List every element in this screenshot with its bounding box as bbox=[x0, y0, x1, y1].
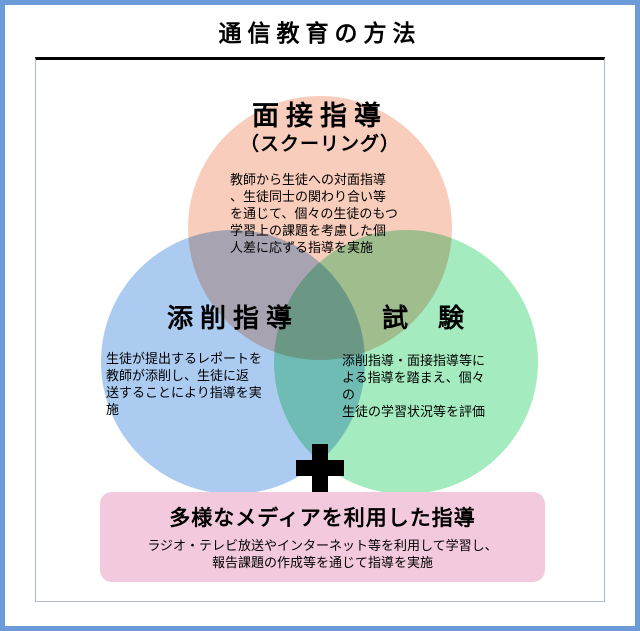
page-title: 通信教育の方法 bbox=[218, 20, 422, 46]
venn-labels: 面接指導 （スクーリング） 教師から生徒への対面指導 、生徒同士の関わり合い等 … bbox=[36, 60, 604, 601]
circle-description-face-to-face: 教師から生徒への対面指導 、生徒同士の関わり合い等 を通じて、個々の生徒のもつ … bbox=[230, 172, 398, 255]
venn-diagram bbox=[36, 60, 604, 601]
circle-subtitle-face-to-face: （スクーリング） bbox=[239, 134, 400, 155]
circle-description-correction: 生徒が提出するレポートを 教師が添削し、生徒に返 送することにより指導を実 施 bbox=[106, 351, 263, 417]
face-to-face-label: 面接指導 （スクーリング） 教師から生徒への対面指導 、生徒同士の関わり合い等 … bbox=[188, 100, 452, 256]
diagram-canvas: 面接指導 （スクーリング） 教師から生徒への対面指導 、生徒同士の関わり合い等 … bbox=[35, 57, 605, 602]
plus-icon bbox=[296, 444, 344, 492]
circle-title-face-to-face: 面接指導 bbox=[252, 101, 388, 131]
media-box-description: ラジオ・テレビ放送やインターネット等を利用して学習し、 報告課題の作成等を通じて… bbox=[147, 538, 498, 570]
circle-title-exam: 試 験 bbox=[381, 303, 466, 333]
media-instruction-box: 多様なメディアを利用した指導 ラジオ・テレビ放送やインターネット等を利用して学習… bbox=[100, 492, 545, 582]
plus-vertical-bar bbox=[312, 444, 328, 492]
circle-title-correction: 添削指導 bbox=[166, 303, 299, 333]
circle-description-exam: 添削指導・面接指導等に よる指導を踏まえ、個々の 生徒の学習状況等を評価 bbox=[342, 353, 486, 419]
media-box-title: 多様なメディアを利用した指導 bbox=[169, 507, 476, 530]
